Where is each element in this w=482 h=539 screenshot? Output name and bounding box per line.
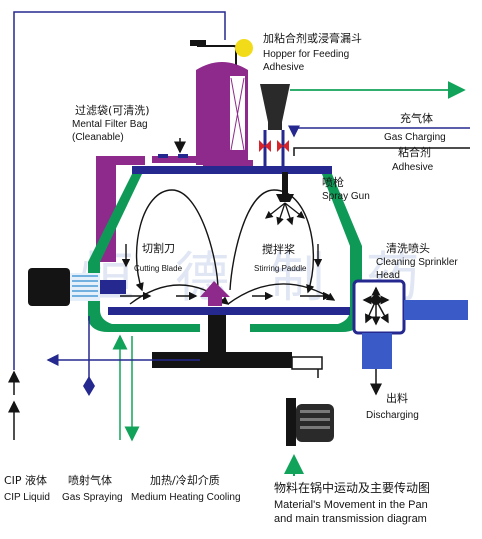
adhesive-label-zh: 粘合剂 [398,145,431,159]
vessel-lid [132,166,332,174]
heating-label-zh: 加热/冷却介质 [150,474,220,487]
adhesive-label-en: Adhesive [392,162,434,173]
gas-spray-label-zh: 喷射气体 [68,473,112,487]
heating-label-en: Medium Heating Cooling [131,492,241,503]
gas-spray-label-en: Gas Spraying [62,492,123,503]
gas-label-zh: 充气体 [400,111,433,125]
paddle-label-zh: 搅拌桨 [262,242,295,256]
drive-motor [284,398,334,476]
filter-label-zh: 过滤袋(可清洗) [75,103,150,117]
cutting-label-zh: 切割刀 [142,241,175,255]
vessel-walls [88,174,362,332]
filter-bag-tower [96,62,253,262]
spray-label-en: Spray Gun [322,191,370,202]
cip-line [7,11,226,395]
spray-gun [264,172,306,226]
discharge-housing [352,279,468,396]
spray-label-zh: 喷枪 [322,175,344,189]
cip-label-zh: CIP 液体 [4,473,47,487]
sprinkler-label-zh: 清洗喷头 [386,242,430,255]
cutting-label-en: Cutting Blade [134,264,183,273]
filter-label-en-2: (Cleanable) [72,132,124,143]
supply-lines [7,316,200,442]
valve-icon [259,140,271,152]
filter-label-en-1: Mental Filter Bag [72,119,148,130]
discharge-label-en: Discharging [366,410,419,421]
valve-icon [277,140,289,152]
paddle-label-en: Stirring Paddle [254,264,307,273]
hopper-sensor [190,39,253,66]
cutting-blade-motor [28,268,126,306]
sprinkler-label-en-2: Head [376,270,400,281]
gas-label-en: Gas Charging [384,132,446,143]
hopper-label-en-1: Hopper for Feeding [263,49,349,60]
caption-en-2: and main transmission diagram [274,513,427,525]
sensor-icon [235,39,253,57]
cip-label-en: CIP Liquid [4,492,50,503]
adhesive-hopper [260,81,466,130]
hopper-label-en-2: Adhesive [263,62,305,73]
hopper-label-zh: 加粘合剂或浸膏漏斗 [263,31,362,45]
caption-en-1: Material's Movement in the Pan [274,499,428,511]
sprinkler-label-en-1: Cleaning Sprinkler [376,257,458,268]
caption-zh: 物料在锅中运动及主要传动图 [274,480,430,495]
discharge-label-zh: 出料 [386,391,408,405]
gas-charging-valves [174,125,470,170]
upward-flow-arrow [200,281,230,306]
vessel-bottom [108,307,350,378]
